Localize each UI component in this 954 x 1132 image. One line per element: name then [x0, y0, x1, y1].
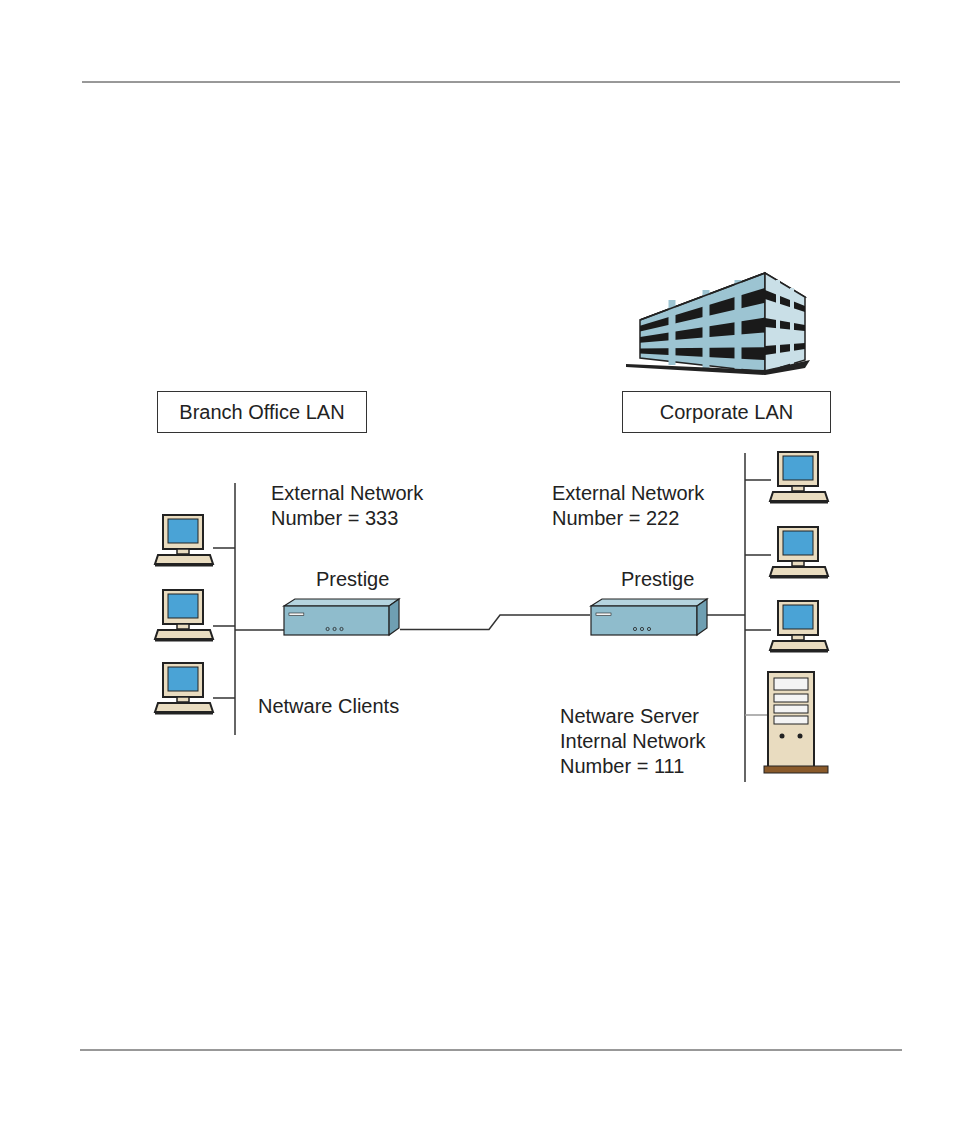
lan-drop	[213, 547, 235, 549]
device-label: Prestige	[621, 568, 694, 591]
client-computer	[155, 590, 213, 642]
router-device: Prestige	[590, 598, 708, 636]
corporate-computer	[770, 527, 828, 579]
lan-drop	[745, 479, 771, 481]
client-computer	[155, 663, 213, 715]
lan-drop	[213, 697, 235, 699]
server-tower	[764, 672, 828, 773]
network-note: Netware Clients	[258, 694, 399, 719]
box-label: Corporate LAN	[660, 401, 793, 424]
building	[626, 273, 810, 375]
footer-rule	[80, 1050, 902, 1051]
router-drop	[707, 614, 745, 616]
router-body	[283, 598, 400, 636]
network-box: Corporate LAN	[622, 391, 831, 433]
lan-drop	[213, 625, 235, 627]
network-note: External Network Number = 222	[552, 481, 742, 531]
corporate-computer	[770, 452, 828, 504]
network-box: Branch Office LAN	[157, 391, 367, 433]
lan-bus	[234, 483, 236, 735]
lan-drop	[745, 629, 771, 631]
wan-link	[400, 615, 590, 629]
lan-bus	[744, 453, 746, 782]
header-rule	[82, 82, 900, 83]
router-device: Prestige	[283, 598, 400, 636]
box-label: Branch Office LAN	[179, 401, 344, 424]
network-note: External Network Number = 333	[271, 481, 461, 531]
lan-drop	[745, 554, 771, 556]
router-drop	[235, 629, 284, 631]
corporate-computer	[770, 601, 828, 653]
network-note: Netware Server Internal Network Number =…	[560, 704, 750, 779]
lan-drop	[745, 714, 767, 716]
client-computer	[155, 515, 213, 567]
router-body	[590, 598, 708, 636]
device-label: Prestige	[316, 568, 389, 591]
